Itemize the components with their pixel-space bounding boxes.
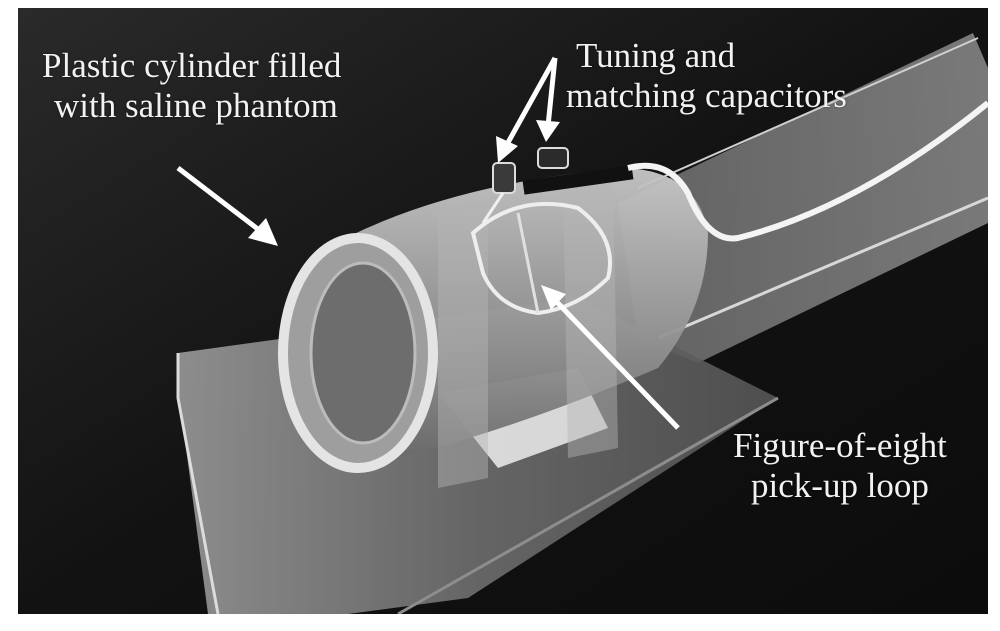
loop-caption-line-1: Figure-of-eight [733,426,947,465]
pickup-loop [470,201,612,316]
tape-strap-right [563,178,618,458]
capacitor-2 [537,147,569,169]
coax-cable [627,100,988,242]
acrylic-strip [618,33,988,363]
tape-strap-left [438,208,488,488]
arrow-capacitor-2 [536,57,560,142]
loop-caption-line-2: pick-up loop [751,466,929,505]
cylinder-caption-line-1: Plastic cylinder filled [42,46,342,85]
loop-caption: Figure-of-eight pick-up loop [690,426,988,506]
acrylic-strip-edge [657,196,988,340]
arrow-cylinder [176,166,278,246]
cylinder-caption: Plastic cylinder filled with saline phan… [42,46,341,126]
base-plate-edge [176,353,220,614]
cylinder-opening [309,261,417,445]
base-plate-edge-right [397,396,779,614]
capacitor-1 [492,162,516,194]
lead-wire-1 [481,192,505,224]
capacitors-caption: Tuning and matching capacitors [566,36,847,116]
acrylic-strip-edge-top [637,37,979,189]
cylinder-caption-line-2: with saline phantom [54,86,338,125]
phantom-photo [18,8,988,614]
pickup-loop-cross [516,212,540,314]
capacitors-caption-line-1: Tuning and [576,36,736,75]
arrow-capacitor-1 [496,56,558,163]
photo-frame: Plastic cylinder filled with saline phan… [18,8,988,614]
capacitors-caption-line-2: matching capacitors [566,76,847,115]
lead-black-band [522,165,634,195]
arrow-loop [541,285,680,430]
